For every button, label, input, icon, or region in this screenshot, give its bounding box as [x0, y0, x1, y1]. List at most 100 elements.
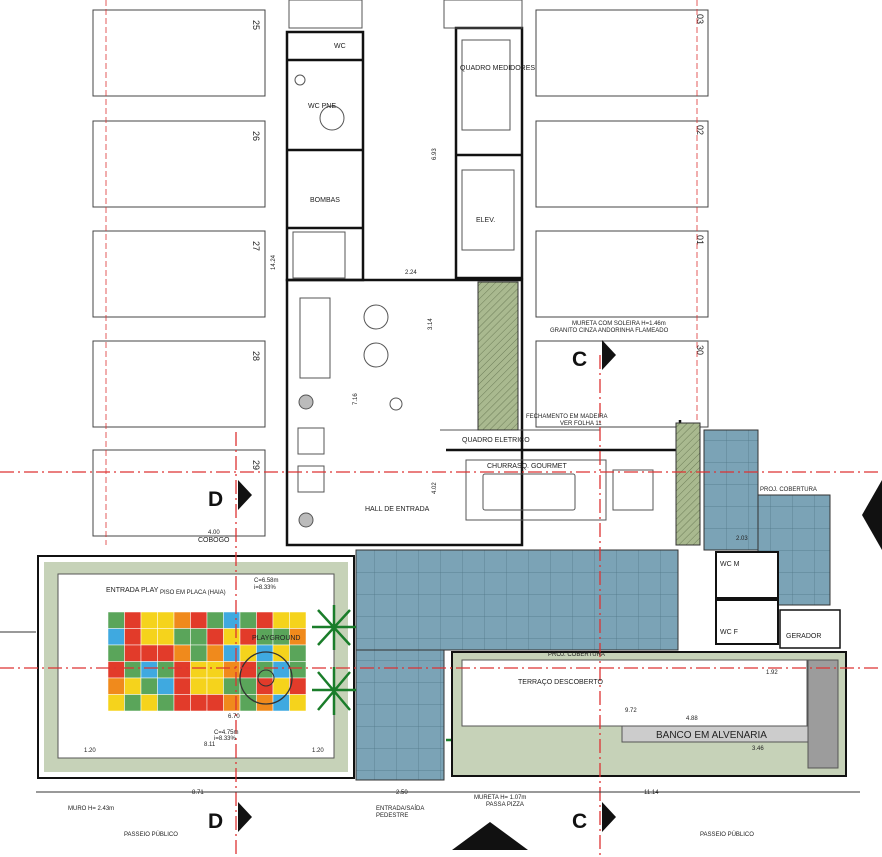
dim-label: 3.14 — [428, 318, 434, 330]
play-tile — [190, 628, 208, 646]
play-tile — [140, 628, 158, 646]
play-tile — [206, 694, 224, 712]
stall-number: 03 — [695, 14, 705, 24]
play-tile — [124, 628, 142, 646]
room-wc: WC — [334, 43, 346, 50]
note-proj-cobertura: PROJ. COBERTURA — [760, 487, 817, 493]
gerador-room — [779, 609, 841, 649]
note-muro: MURO H= 2.43m — [68, 806, 114, 812]
dim-label: 6.70 — [228, 714, 240, 720]
note-mureta-h: MURETA H= 1.07m — [474, 795, 526, 801]
note-mureta-soleira: MURETA COM SOLEIRA H=1.46m — [572, 321, 666, 327]
entrance-arrow-icon — [452, 822, 528, 850]
play-tile — [190, 694, 208, 712]
dim-label: 1.20 — [84, 748, 96, 754]
dim-label: 8.11 — [204, 742, 216, 748]
dimension-labels: 2.24 14.24 6.93 3.14 7.16 4.00 4.02 1.20… — [84, 148, 778, 796]
dim-label: 6.93 — [432, 148, 438, 160]
parking-right: 03 02 01 30 — [535, 9, 709, 428]
play-tile — [223, 628, 241, 646]
core-walls — [285, 26, 682, 547]
room-wc-m: WC M — [720, 561, 740, 568]
stall-number: 02 — [695, 125, 705, 135]
play-tile — [124, 661, 142, 679]
play-tile — [107, 661, 125, 679]
stall-number: 27 — [251, 241, 261, 251]
note-c-ramp: C=4.75m — [214, 730, 239, 736]
dim-label: 4.02 — [432, 482, 438, 494]
note-ver-folha: VER FOLHA 11 — [560, 421, 602, 427]
dim-label: 11.14 — [644, 790, 659, 796]
stall-number: 01 — [695, 235, 705, 245]
play-tile — [190, 644, 208, 662]
play-tile — [124, 677, 142, 695]
room-wc-f: WC F — [720, 629, 738, 636]
play-tile — [206, 677, 224, 695]
stall-number: 29 — [251, 460, 261, 470]
blue-deck-walkway — [355, 649, 445, 781]
play-tile — [173, 628, 191, 646]
dim-label: 2.03 — [736, 536, 748, 542]
room-wc-pne: WC PNE — [308, 103, 336, 110]
room-playground: PLAYGROUND — [252, 635, 301, 642]
section-label-d: D — [208, 810, 223, 833]
play-tile — [223, 611, 241, 629]
play-tile — [272, 677, 290, 695]
play-tile — [140, 611, 158, 629]
section-arrow-icon — [238, 802, 252, 832]
play-tile — [173, 611, 191, 629]
play-roundabout — [239, 651, 293, 705]
dim-label: 14.24 — [271, 254, 277, 270]
play-tile — [206, 628, 224, 646]
parking-stall — [92, 120, 266, 208]
play-tile — [190, 661, 208, 679]
planter — [477, 281, 519, 431]
play-tile — [157, 661, 175, 679]
play-tile — [289, 644, 307, 662]
thin-lines — [288, 0, 654, 521]
play-tile — [206, 661, 224, 679]
play-tile — [107, 694, 125, 712]
parking-stall — [535, 230, 709, 318]
play-tile — [190, 677, 208, 695]
room-hall: HALL DE ENTRADA — [365, 506, 430, 513]
section-axes — [0, 355, 882, 857]
room-cobogo: COBOGÓ — [198, 535, 230, 544]
play-roundabout-center — [257, 669, 275, 687]
room-banco: BANCO EM ALVENARIA — [656, 730, 767, 741]
dim-label: 7.16 — [353, 393, 359, 405]
section-arrow-icon — [602, 340, 616, 370]
note-passeio-right: PASSEIO PÚBLICO — [700, 831, 754, 838]
stall-number: 25 — [251, 20, 261, 30]
play-tile — [107, 628, 125, 646]
note-c-play: C=6.58m — [254, 578, 279, 584]
play-tile — [272, 611, 290, 629]
note-passeio-left: PASSEIO PÚBLICO — [124, 831, 178, 838]
dim-label: 2.50 — [396, 790, 408, 796]
play-tile — [140, 694, 158, 712]
note-passa-pizza: PASSA PIZZA — [486, 802, 524, 808]
note-i-ramp: i=8.33% — [214, 736, 237, 742]
room-entrada-play: ENTRADA PLAY — [106, 587, 159, 594]
play-tile — [239, 611, 257, 629]
play-tile — [124, 694, 142, 712]
play-tile — [239, 661, 257, 679]
room-churrasqueira: CHURRASQ. GOURMET — [487, 463, 567, 470]
dim-label: 1.20 — [312, 748, 324, 754]
room-elev: ELEV. — [476, 217, 495, 224]
play-tile — [239, 677, 257, 695]
room-bombas: BOMBAS — [310, 197, 340, 204]
note-pedestre: PEDESTRE — [376, 813, 408, 819]
play-tile — [223, 661, 241, 679]
playground-wall — [37, 555, 355, 779]
stall-number: 26 — [251, 131, 261, 141]
playground-tiles — [107, 611, 307, 712]
play-tile — [107, 677, 125, 695]
play-tile — [157, 628, 175, 646]
play-tile — [173, 694, 191, 712]
dim-label: 4.88 — [686, 716, 698, 722]
parking-stall — [535, 340, 709, 428]
section-arrow-icon — [602, 802, 616, 832]
room-labels: WC WC PNE QUADRO MEDIDORES BOMBAS ELEV. … — [106, 43, 821, 741]
